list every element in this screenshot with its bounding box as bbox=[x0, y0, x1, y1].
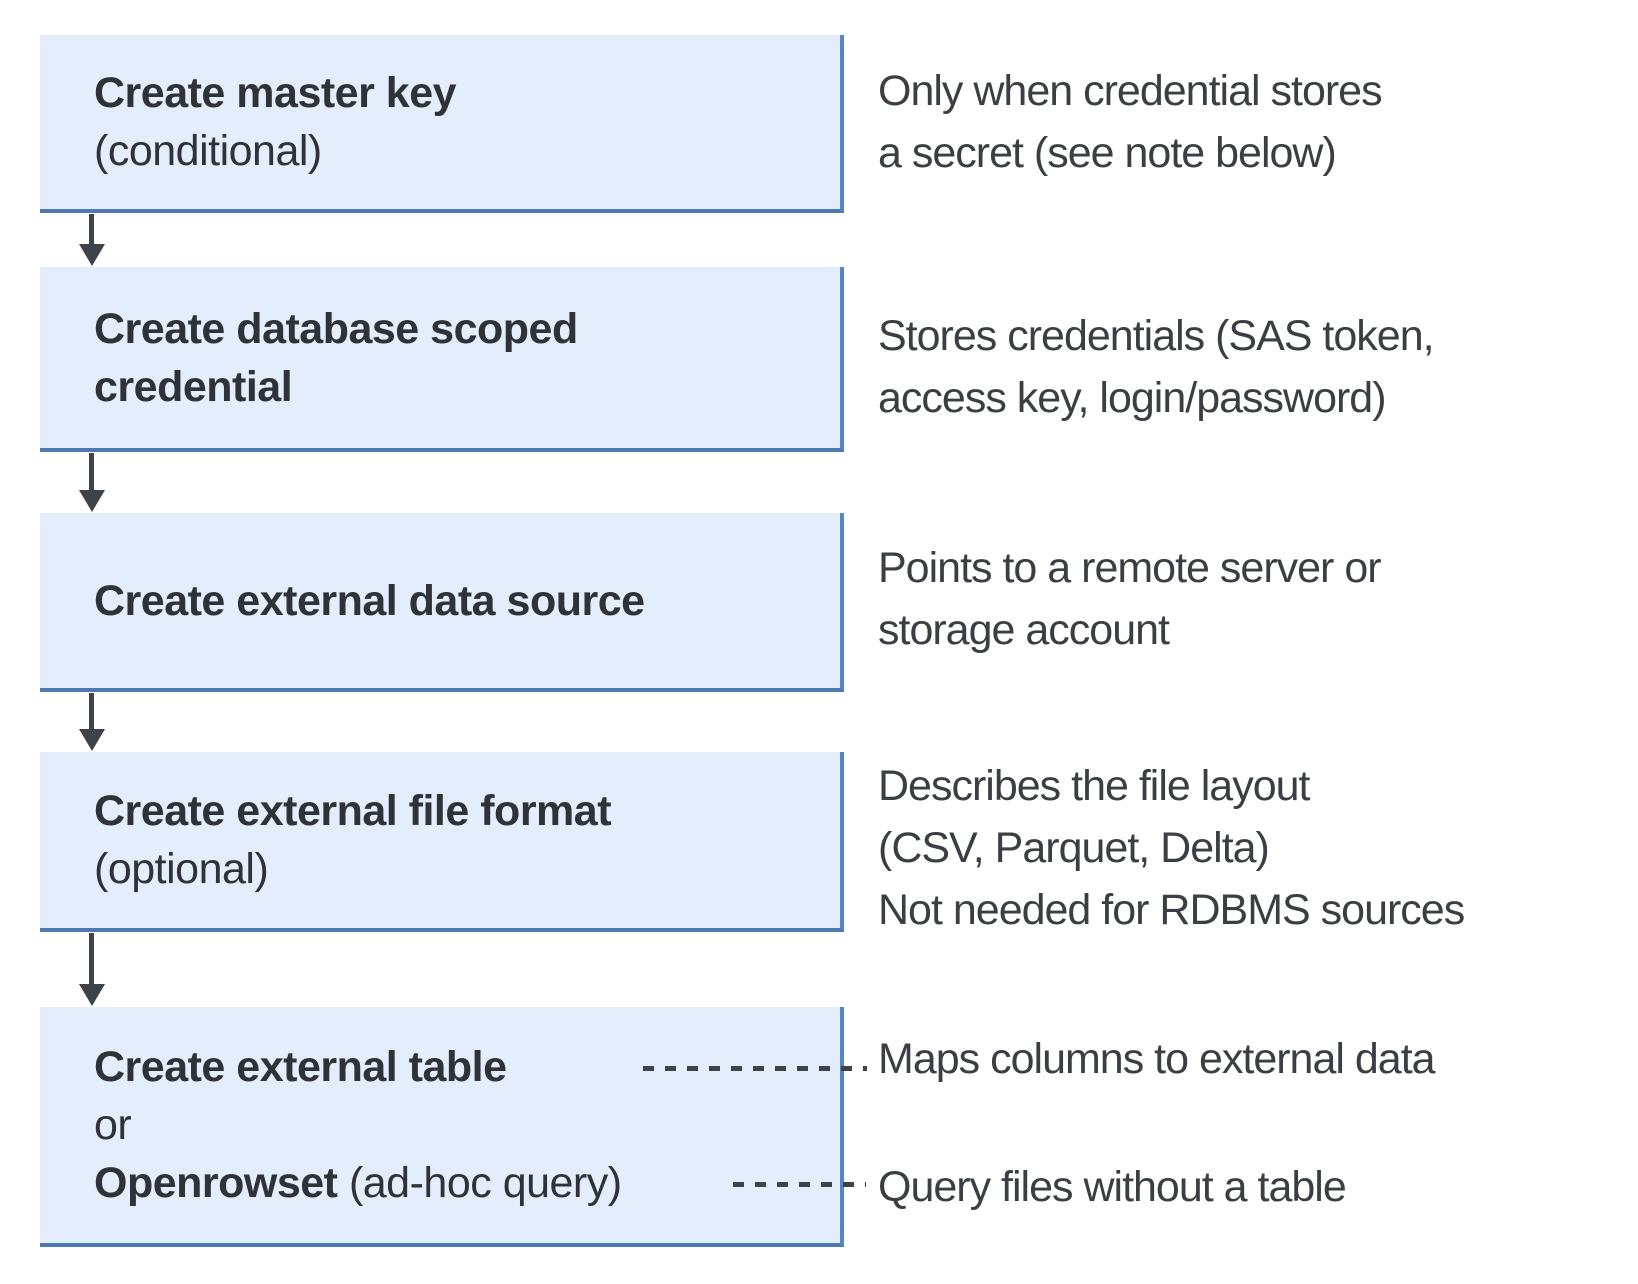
arrow-stem bbox=[89, 933, 94, 986]
annotation-line: Describes the file layout bbox=[878, 762, 1311, 810]
down-arrow-icon bbox=[79, 693, 105, 751]
step-title-regular: (optional) bbox=[94, 845, 269, 893]
step-box-create-master-key: Create master key (conditional) bbox=[40, 35, 844, 213]
step-title-bold: Create external data source bbox=[94, 576, 645, 625]
annotation-line: Query files without a table bbox=[878, 1163, 1347, 1211]
step-title-regular: or bbox=[94, 1101, 132, 1149]
step-title-regular: (ad-hoc query) bbox=[337, 1159, 622, 1207]
down-arrow-icon bbox=[79, 453, 105, 512]
down-arrow-icon bbox=[79, 933, 105, 1006]
annotation-line: access key, login/password) bbox=[878, 374, 1387, 422]
step-title-bold: credential bbox=[94, 362, 293, 411]
annotation-line: Points to a remote server or bbox=[878, 544, 1382, 592]
step-title-line: Create external data source bbox=[94, 572, 840, 630]
down-arrow-icon bbox=[79, 214, 105, 266]
arrow-stem bbox=[89, 693, 94, 731]
annotation-line: Maps columns to external data bbox=[878, 1035, 1436, 1083]
annotation-line: Not needed for RDBMS sources bbox=[878, 886, 1465, 934]
step-title-line: credential bbox=[94, 358, 840, 416]
arrow-head bbox=[79, 490, 105, 512]
step-title-line: (conditional) bbox=[94, 122, 840, 180]
arrow-head bbox=[79, 984, 105, 1006]
step-title-bold: Create external file format bbox=[94, 787, 612, 835]
annotation-line: Only when credential stores bbox=[878, 67, 1383, 115]
annotation-line: (CSV, Parquet, Delta) bbox=[878, 824, 1270, 872]
dashed-connector-external-table bbox=[643, 1066, 867, 1071]
annotation-openrowset: Query files without a table bbox=[878, 1156, 1347, 1218]
arrow-stem bbox=[89, 453, 94, 492]
annotation-line: storage account bbox=[878, 606, 1170, 654]
dashed-connector-openrowset bbox=[733, 1182, 866, 1187]
annotation-line: a secret (see note below) bbox=[878, 129, 1337, 177]
step-title-line: (optional) bbox=[94, 840, 840, 898]
step-title-bold: Create external table bbox=[94, 1043, 507, 1091]
annotation-data-source: Points to a remote server or storage acc… bbox=[878, 537, 1382, 661]
annotation-line: Stores credentials (SAS token, bbox=[878, 312, 1435, 360]
step-title-bold: Create database scoped bbox=[94, 304, 578, 353]
arrow-head bbox=[79, 729, 105, 751]
arrow-stem bbox=[89, 214, 94, 246]
annotation-file-format: Describes the file layout (CSV, Parquet,… bbox=[878, 755, 1465, 941]
annotation-master-key: Only when credential stores a secret (se… bbox=[878, 60, 1383, 184]
step-box-create-external-data-source: Create external data source bbox=[40, 513, 844, 692]
annotation-scoped-credential: Stores credentials (SAS token, access ke… bbox=[878, 305, 1435, 429]
step-title-regular: (conditional) bbox=[94, 127, 322, 175]
step-title-line: Create database scoped bbox=[94, 300, 840, 358]
annotation-external-table: Maps columns to external data bbox=[878, 1028, 1436, 1090]
step-title-line: Create external table bbox=[94, 1038, 840, 1096]
step-title-bold: Openrowset bbox=[94, 1159, 338, 1207]
step-title-line: or bbox=[94, 1096, 840, 1154]
step-title-line: Create external file format bbox=[94, 782, 840, 840]
step-box-create-external-table-or-openrowset: Create external table or Openrowset (ad-… bbox=[40, 1007, 844, 1247]
step-box-create-database-scoped-credential: Create database scoped credential bbox=[40, 267, 844, 452]
step-title-bold: Create master key bbox=[94, 69, 457, 117]
step-title-line: Openrowset (ad-hoc query) bbox=[94, 1154, 840, 1212]
step-title-line: Create master key bbox=[94, 64, 840, 122]
arrow-head bbox=[79, 244, 105, 266]
step-box-create-external-file-format: Create external file format (optional) bbox=[40, 752, 844, 932]
